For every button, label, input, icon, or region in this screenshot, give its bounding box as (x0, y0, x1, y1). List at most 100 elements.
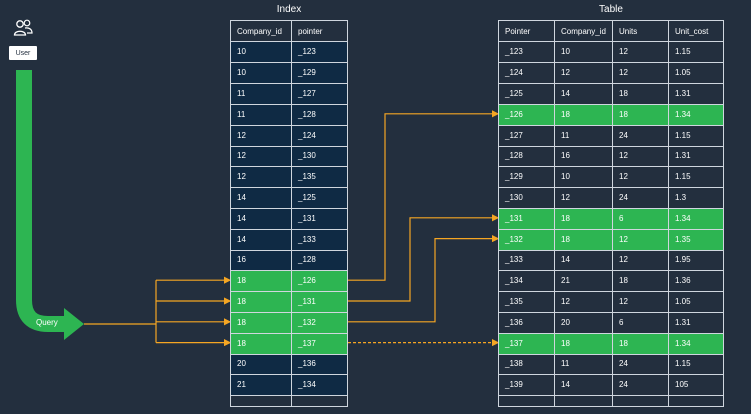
index-cell: 12 (237, 172, 246, 182)
table-cell: 1.34 (675, 109, 691, 119)
index-cell: _128 (298, 109, 316, 119)
table-cell: 12 (619, 234, 628, 244)
table-cell: 21 (561, 276, 570, 286)
table-cell: 12 (619, 172, 628, 182)
table-row-divider (499, 145, 723, 147)
table-header-cell: Units (619, 26, 638, 36)
index-row-divider (231, 207, 347, 209)
index-header-cell: Company_id (237, 26, 282, 36)
table-cell: _137 (505, 338, 523, 348)
index-cell: 12 (237, 151, 246, 161)
table-row: _123 10 12 1.15 (499, 42, 723, 63)
table-cell: 1.35 (675, 234, 691, 244)
table-cell: _125 (505, 88, 523, 98)
index-row-divider (231, 228, 347, 230)
table-row-divider (499, 249, 723, 251)
index-row: 14_125 (231, 187, 347, 209)
index-row-divider (231, 311, 347, 313)
index-cell: 11 (237, 88, 246, 98)
table-cell: 12 (619, 296, 628, 306)
table-cell: 1.34 (675, 213, 691, 223)
table-column-divider (612, 21, 613, 406)
table-cell: 24 (619, 192, 628, 202)
table-cell: 18 (619, 88, 628, 98)
index-header-cell: pointer (298, 26, 323, 36)
index-cell: _123 (298, 47, 316, 57)
table-cell: 1.36 (675, 276, 691, 286)
table-cell: _136 (505, 317, 523, 327)
table-cell: _139 (505, 380, 523, 390)
index-cell: 12 (237, 130, 246, 140)
index-row-divider (231, 166, 347, 168)
index-row: 12_135 (231, 166, 347, 188)
table-cell: 1.31 (675, 88, 691, 98)
index-row: 20_136 (231, 354, 347, 375)
index-cell: _137 (298, 338, 316, 348)
table-cell: 105 (675, 380, 689, 390)
index-row: 18_132 (231, 312, 347, 334)
table-cell: 12 (619, 255, 628, 265)
index-row: 10_129 (231, 62, 347, 84)
index-cell: 10 (237, 47, 246, 57)
index-row: 12_124 (231, 125, 347, 146)
table-row-divider (499, 62, 723, 64)
table-cell: _123 (505, 47, 523, 57)
index-header-row: Company_id pointer (231, 21, 347, 42)
table-cell: 12 (619, 47, 628, 57)
table-cell: 12 (619, 151, 628, 161)
index-cell: _136 (298, 359, 316, 369)
table-cell: 1.15 (675, 47, 691, 57)
index-cell: 18 (237, 276, 246, 286)
table-header-cell: Company_id (561, 26, 606, 36)
index-row: 16_128 (231, 250, 347, 271)
table-cell: 6 (619, 317, 624, 327)
table-cell: 1.05 (675, 296, 691, 306)
table-row-divider (499, 124, 723, 126)
index-row-divider (231, 145, 347, 147)
table-cell: 1.34 (675, 338, 691, 348)
index-column-divider (291, 21, 292, 406)
index-cell: _130 (298, 151, 316, 161)
index-row-divider (231, 270, 347, 272)
table-cell: 24 (619, 130, 628, 140)
index-row: 18 _126 (231, 270, 347, 292)
index-cell: 14 (237, 213, 246, 223)
table-row-divider (499, 270, 723, 272)
table-cell: _133 (505, 255, 523, 265)
index-cell: 11 (237, 109, 246, 119)
query-flow-arrow (15, 70, 66, 332)
table-cell: _128 (505, 151, 523, 161)
index-title: Index (276, 4, 302, 15)
table-cell: _138 (505, 359, 523, 369)
table-cell: 1.31 (675, 317, 691, 327)
index-row-divider (231, 332, 347, 334)
index-row: 18_137 (231, 333, 347, 354)
index-cell: 14 (237, 234, 246, 244)
table-cell: 1.3 (675, 192, 687, 202)
table-cell: 20 (561, 317, 570, 327)
table-cell: 1.15 (675, 172, 691, 182)
table-cell: 10 (561, 47, 570, 57)
table-cell: 18 (561, 338, 570, 348)
table-title: Table (599, 4, 623, 15)
index-cell: _126 (298, 276, 316, 286)
index-cell: 14 (237, 192, 246, 202)
table-cell: 10 (561, 172, 570, 182)
index-row: 14_131 (231, 208, 347, 230)
index-cell: _127 (298, 88, 316, 98)
table-row-divider (499, 83, 723, 85)
index-row-divider (231, 291, 347, 293)
table-cell: 14 (561, 255, 570, 265)
table-row-divider (499, 395, 723, 397)
